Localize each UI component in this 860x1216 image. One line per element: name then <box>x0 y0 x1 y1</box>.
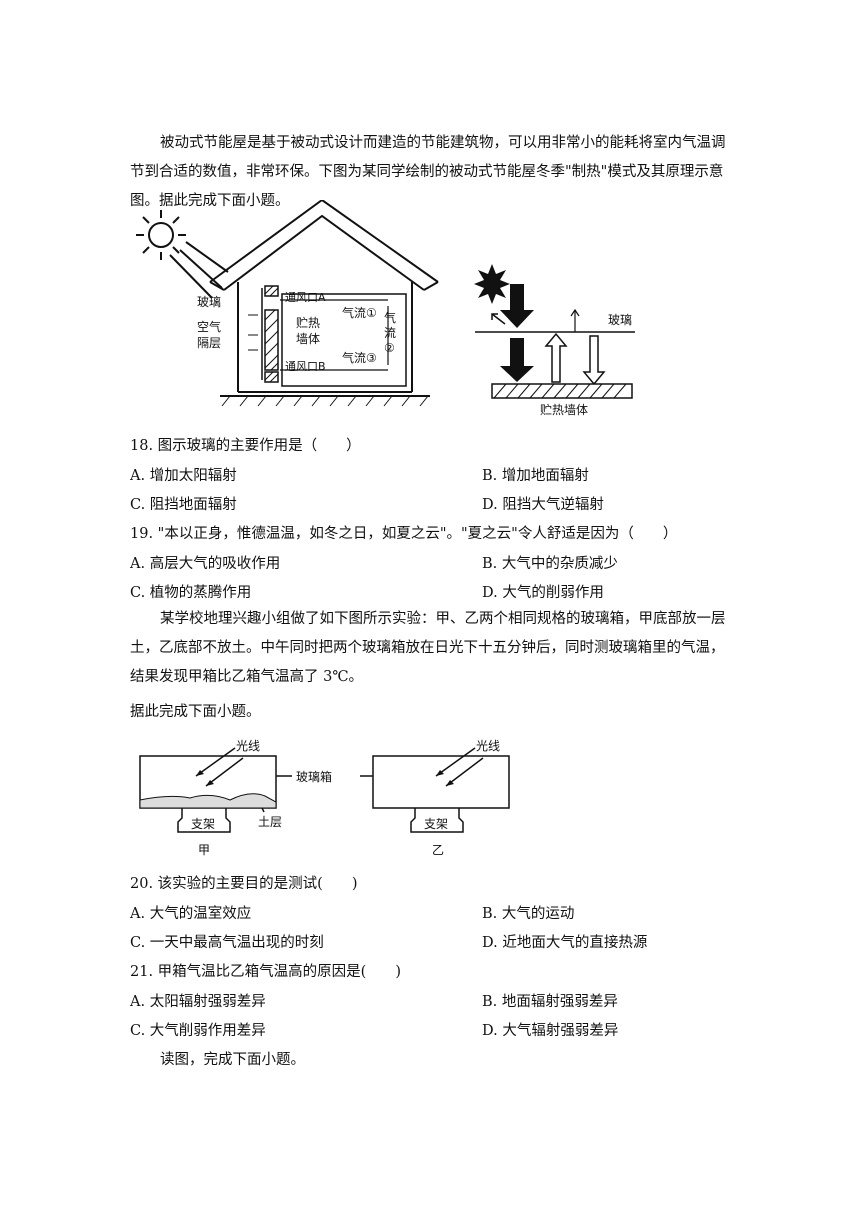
question-19-option-d[interactable]: D. 大气的削弱作用 <box>482 585 604 601</box>
label-airflow-2b: 流 <box>384 326 396 340</box>
label-glass-box: 玻璃箱 <box>296 769 332 784</box>
label-airflow-1: 气流① <box>342 305 377 320</box>
label-jia: 甲 <box>198 843 210 857</box>
question-20-option-b[interactable]: B. 大气的运动 <box>482 906 575 922</box>
figure-passive-house: 玻璃 空气 隔层 通风口A 通风口B 气流① 气流③ 气 流 ② 贮热 墙体 玻… <box>136 200 635 417</box>
label-glass-left: 玻璃 <box>197 295 221 309</box>
question-19-option-b[interactable]: B. 大气中的杂质减少 <box>482 556 618 572</box>
question-18-option-b[interactable]: B. 增加地面辐射 <box>482 468 589 484</box>
intro-paragraph-2b: 据此完成下面小题。 <box>130 704 261 720</box>
question-20-stem: 20. 该实验的主要目的是测试( ) <box>130 876 358 892</box>
intro-paragraph-1: 被动式节能屋是基于被动式设计而建造的节能建筑物，可以用非常小的能耗将室内气温调节… <box>130 135 726 209</box>
label-vent-a: 通风口A <box>285 291 326 304</box>
sun-star-icon <box>474 264 510 304</box>
label-air-layer-1: 空气 <box>197 319 221 334</box>
label-wall-right: 贮热墙体 <box>540 402 588 417</box>
label-stand-right: 支架 <box>424 817 448 831</box>
label-light-left: 光线 <box>236 739 260 753</box>
label-glass-right: 玻璃 <box>608 313 632 327</box>
label-airflow-2c: ② <box>384 341 395 355</box>
question-19-stem: 19. "本以正身，惟德温温，如冬之日，如夏之云"。"夏之云"令人舒适是因为（ … <box>130 526 678 542</box>
question-18-option-a[interactable]: A. 增加太阳辐射 <box>130 468 237 484</box>
label-yi: 乙 <box>432 843 444 857</box>
sun-icon <box>148 222 174 248</box>
outro-text: 读图，完成下面小题。 <box>160 1052 305 1068</box>
label-stand-left: 支架 <box>191 817 215 831</box>
question-20-option-d[interactable]: D. 近地面大气的直接热源 <box>482 935 648 951</box>
question-20-option-c[interactable]: C. 一天中最高气温出现的时刻 <box>130 935 324 951</box>
question-19-option-c[interactable]: C. 植物的蒸腾作用 <box>130 585 252 601</box>
question-21-option-b[interactable]: B. 地面辐射强弱差异 <box>482 994 618 1010</box>
question-18-option-d[interactable]: D. 阻挡大气逆辐射 <box>482 497 604 513</box>
label-wall-2: 墙体 <box>296 332 320 346</box>
label-vent-b: 通风口B <box>285 360 326 373</box>
label-airflow-3: 气流③ <box>342 350 377 365</box>
question-21-option-a[interactable]: A. 太阳辐射强弱差异 <box>130 994 266 1010</box>
question-21-option-d[interactable]: D. 大气辐射强弱差异 <box>482 1023 619 1039</box>
greenhouse-principle-diagram <box>474 264 635 399</box>
label-light-right: 光线 <box>476 739 500 753</box>
figure-glass-box-experiment: 光线 光线 玻璃箱 土层 支架 支架 甲 乙 <box>139 739 510 857</box>
question-18-option-c[interactable]: C. 阻挡地面辐射 <box>130 497 237 513</box>
label-air-layer-2: 隔层 <box>197 336 221 350</box>
label-soil: 土层 <box>258 815 282 829</box>
question-21-option-c[interactable]: C. 大气削弱作用差异 <box>130 1023 266 1039</box>
question-19-option-a[interactable]: A. 高层大气的吸收作用 <box>130 556 281 572</box>
question-21-stem: 21. 甲箱气温比乙箱气温高的原因是( ) <box>130 964 401 980</box>
question-18-stem: 18. 图示玻璃的主要作用是（ ） <box>130 438 361 454</box>
question-20-option-a[interactable]: A. 大气的温室效应 <box>130 906 252 922</box>
intro-paragraph-2: 某学校地理兴趣小组做了如下图所示实验：甲、乙两个相同规格的玻璃箱，甲底部放一层土… <box>130 611 726 685</box>
label-airflow-2a: 气 <box>384 310 396 325</box>
label-wall-1: 贮热 <box>296 315 320 330</box>
